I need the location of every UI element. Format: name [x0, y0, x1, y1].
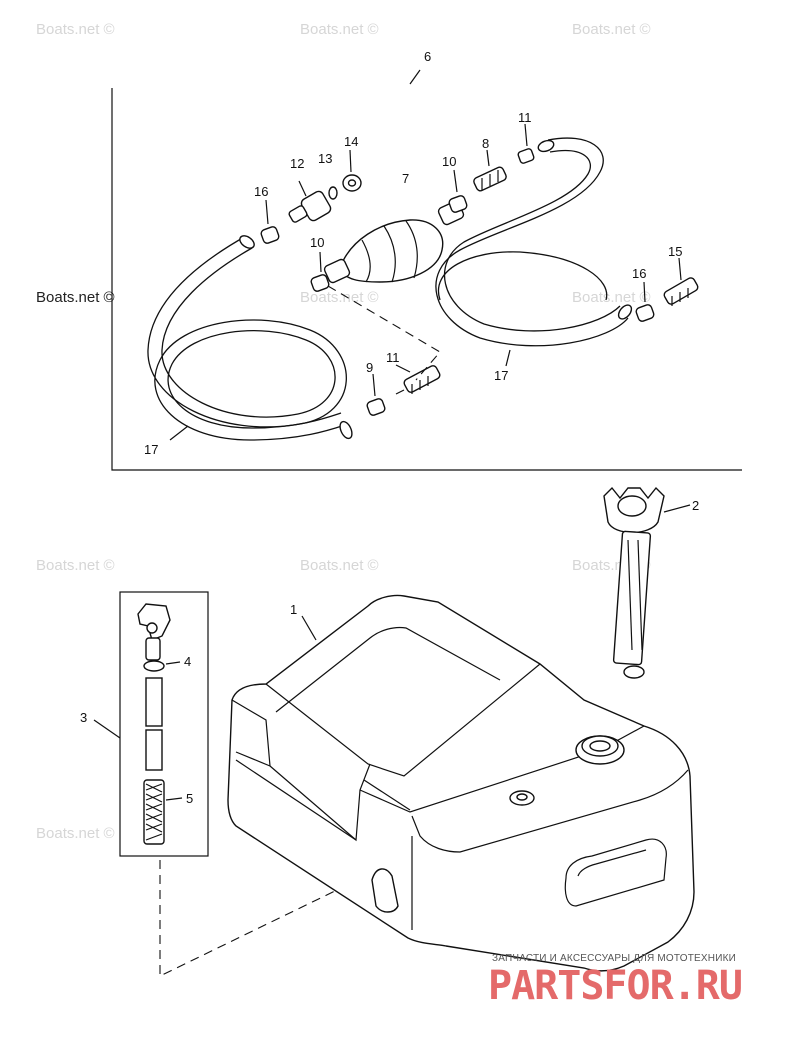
- callout-10: 10: [310, 235, 324, 250]
- leader-17-left: [169, 425, 189, 441]
- callout-9: 9: [366, 360, 373, 375]
- callout-13: 13: [318, 151, 332, 166]
- primer-bulb: [323, 200, 465, 284]
- callout-17: 17: [144, 442, 158, 457]
- fuel-line-kit-bracket: [111, 69, 742, 471]
- fuel-gauge: [603, 486, 691, 679]
- brand-logo: PARTSFOR.RU: [488, 963, 743, 1009]
- fuel-connector-12: [288, 180, 332, 223]
- callout-8: 8: [482, 136, 489, 151]
- callout-7: 7: [402, 171, 409, 186]
- callout-16: 16: [632, 266, 646, 281]
- callout-14: 14: [344, 134, 358, 149]
- watermark: Boats.net ©: [572, 21, 651, 38]
- hose-clamp-10-right: [448, 169, 468, 213]
- callout-11: 11: [518, 110, 532, 125]
- watermark: Boats.net ©: [36, 557, 115, 574]
- callout-10: 10: [442, 154, 456, 169]
- fuel-hose-left: [147, 235, 353, 441]
- hose-clamp-11-top: [517, 123, 535, 164]
- brand-tagline: ЗАПЧАСТИ И АКСЕССУАРЫ ДЛЯ МОТОТЕХНИКИ: [492, 953, 737, 964]
- callout-1: 1: [290, 602, 297, 617]
- callout-11: 11: [386, 350, 400, 365]
- watermark: Boats.net ©: [572, 289, 651, 306]
- callout-12: 12: [290, 156, 304, 171]
- hose-clamp-9: [366, 373, 386, 416]
- watermark: Boats.net ©: [36, 21, 115, 38]
- fuel-fitting-15: [663, 257, 699, 306]
- watermark: Boats.net ©: [36, 825, 115, 842]
- watermark: Boats.net ©: [300, 289, 379, 306]
- hose-clamp-16-right: [635, 281, 655, 322]
- callout-2: 2: [692, 498, 699, 513]
- hose-clamp-16-left: [260, 199, 280, 244]
- watermark: Boats.net ©: [300, 557, 379, 574]
- callout-15: 15: [668, 244, 682, 259]
- watermark: Boats.net ©: [300, 21, 379, 38]
- pickup-tube-assembly: [93, 591, 209, 857]
- check-valve-8: [473, 149, 507, 192]
- fuel-tank: [227, 594, 695, 972]
- callout-16: 16: [254, 184, 268, 199]
- alignment-line-top: [327, 285, 441, 381]
- callout-5: 5: [186, 791, 193, 806]
- watermark: Boats.net ©: [36, 289, 115, 306]
- callout-3: 3: [80, 710, 87, 725]
- callout-17: 17: [494, 368, 508, 383]
- leader-17-right: [505, 349, 511, 367]
- washer-14: [342, 149, 362, 192]
- fuel-hose-right: [435, 137, 633, 347]
- callout-6: 6: [424, 49, 431, 64]
- o-ring-4: [143, 660, 165, 672]
- callout-labels: 6 11 14 8 12 13 10 7 16 10 15 16 11 9 17…: [80, 49, 699, 806]
- fuel-fitting-11-bottom: [395, 364, 441, 395]
- o-ring-13: [328, 186, 338, 200]
- callout-4: 4: [184, 654, 191, 669]
- hose-clamp-10-left: [310, 251, 330, 292]
